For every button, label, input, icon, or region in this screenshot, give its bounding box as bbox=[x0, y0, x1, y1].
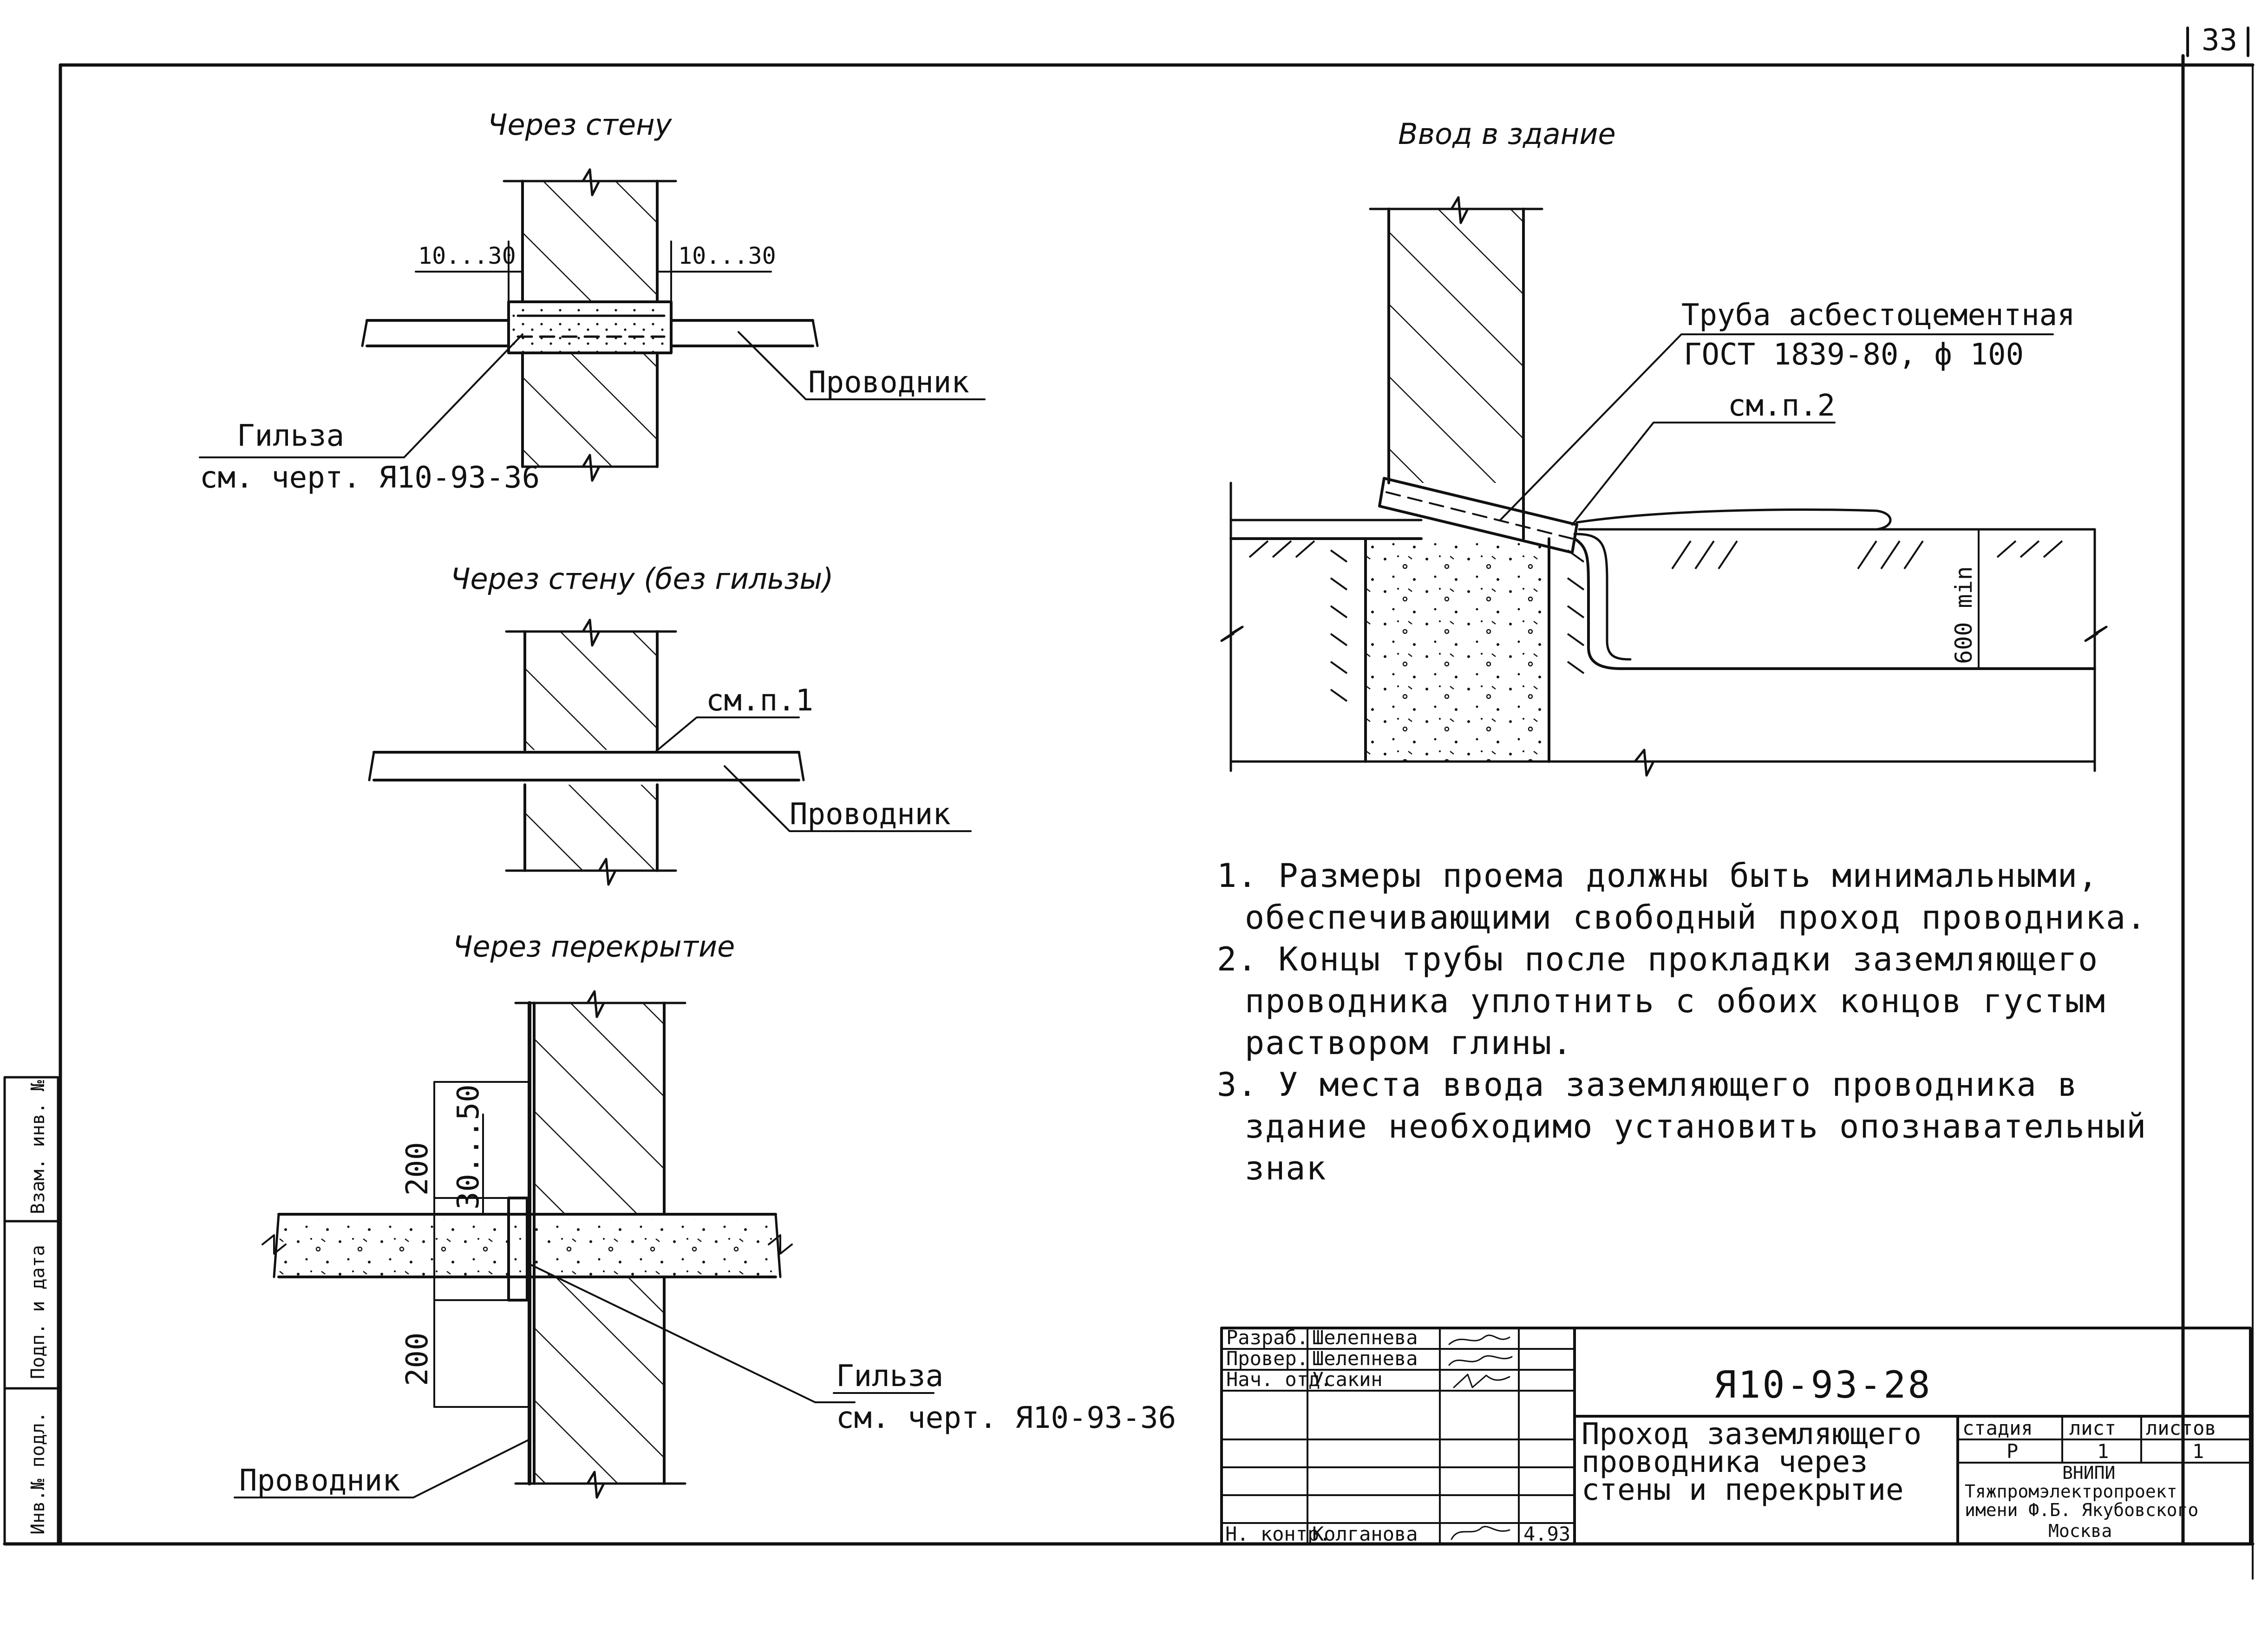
wall-dim-right: 10...30 bbox=[678, 242, 776, 269]
tb-stage-header: стадия bbox=[1962, 1417, 2033, 1439]
tb-date-control: 4.93 bbox=[1523, 1523, 1570, 1545]
entry-pipe-label-2: ГОСТ 1839-80, ф 100 bbox=[1684, 338, 2024, 372]
wall-dim-left: 10...30 bbox=[418, 242, 516, 269]
signature-developer bbox=[1448, 1335, 1510, 1345]
side-stamp: Инв.№ подл. Подп. и дата Взам. инв. № bbox=[3, 1076, 59, 1545]
sheet-frame bbox=[3, 26, 2255, 1580]
view-through-wall-no-sleeve: Через стену (без гильзы) см.п.1 Проводни… bbox=[368, 562, 972, 886]
tb-name-control: Колганова bbox=[1312, 1523, 1418, 1545]
tb-sheets-header: листов bbox=[2146, 1417, 2216, 1439]
note-line-6: 3. У места ввода заземляющего проводника… bbox=[1217, 1066, 2078, 1104]
tb-org-1: ВНИПИ bbox=[2062, 1463, 2115, 1483]
tb-description-2: проводника через bbox=[1582, 1445, 1868, 1479]
view-building-entry: Ввод в здание bbox=[1220, 117, 2108, 777]
side-stamp-inv: Инв.№ подл. bbox=[27, 1412, 49, 1535]
tb-description-3: стены и перекрытие bbox=[1582, 1473, 1904, 1507]
floor-dim-200-top: 200 bbox=[400, 1142, 435, 1196]
note-line-4: проводника уплотнить с обоих концов густ… bbox=[1245, 982, 2106, 1020]
no-sleeve-conductor-label: Проводник bbox=[790, 797, 951, 832]
wall-sleeve-label-2: см. черт. Я10-93-36 bbox=[200, 461, 540, 495]
view-no-sleeve-title: Через стену (без гильзы) bbox=[451, 562, 834, 596]
floor-conductor-label: Проводник bbox=[239, 1464, 400, 1498]
tb-role-developer: Разраб. bbox=[1226, 1326, 1308, 1349]
tb-sheet-header: лист bbox=[2069, 1417, 2116, 1439]
tb-org-2: Тяжпромэлектропроект bbox=[1965, 1481, 2177, 1502]
entry-pipe-label-1: Труба асбестоцементная bbox=[1681, 298, 2075, 332]
floor-dim-30-50: 30...50 bbox=[451, 1084, 486, 1210]
tb-name-head: Усакин bbox=[1312, 1368, 1383, 1391]
tb-role-control: Н. контр. bbox=[1225, 1523, 1331, 1545]
note-line-5: раствором глины. bbox=[1245, 1024, 1573, 1062]
entry-depth-label: 600 min bbox=[1950, 566, 1977, 664]
view-through-floor: Через перекрытие 200 30...50 bbox=[234, 930, 1176, 1499]
wall-sleeve-label-1: Гильза bbox=[237, 419, 344, 453]
title-block: Разраб. Шелепнева Провер. Шелепнева Нач.… bbox=[1220, 1326, 2252, 1545]
view-through-floor-title: Через перекрытие bbox=[453, 930, 735, 963]
tb-description-1: Проход заземляющего bbox=[1582, 1417, 1922, 1452]
tb-org-4: Москва bbox=[2048, 1521, 2112, 1541]
note-line-7: здание необходимо установить опознавател… bbox=[1245, 1107, 2147, 1146]
tb-document-code: Я10-93-28 bbox=[1714, 1363, 1932, 1406]
side-stamp-replace: Взам. инв. № bbox=[27, 1080, 49, 1214]
side-stamp-sign: Подп. и дата bbox=[27, 1245, 49, 1379]
signature-checker bbox=[1448, 1355, 1513, 1366]
signature-head bbox=[1453, 1374, 1510, 1388]
view-through-wall-title: Через стену bbox=[488, 108, 673, 142]
tb-sheets: 1 bbox=[2192, 1440, 2204, 1463]
note-line-1: 1. Размеры проема должны быть минимальны… bbox=[1217, 857, 2098, 895]
entry-note-ref: см.п.2 bbox=[1728, 389, 1835, 423]
no-sleeve-note-ref: см.п.1 bbox=[706, 684, 813, 718]
note-line-8: знак bbox=[1245, 1149, 1327, 1187]
tb-name-checker: Шелепнева bbox=[1312, 1347, 1418, 1370]
tb-sheet: 1 bbox=[2097, 1440, 2109, 1463]
tb-role-checker: Провер. bbox=[1226, 1347, 1308, 1370]
page-number: 33 bbox=[2202, 23, 2237, 58]
note-line-3: 2. Концы трубы после прокладки заземляющ… bbox=[1217, 940, 2098, 978]
notes-block: 1. Размеры проема должны быть минимальны… bbox=[1217, 857, 2147, 1187]
view-entry-title: Ввод в здание bbox=[1398, 117, 1616, 151]
signature-control bbox=[1451, 1526, 1510, 1540]
view-through-wall: Через стену 10...30 10...30 Прово bbox=[199, 108, 986, 495]
floor-dim-200-bottom: 200 bbox=[400, 1332, 435, 1386]
tb-name-developer: Шелепнева bbox=[1312, 1326, 1418, 1349]
tb-role-head: Нач. отд. bbox=[1226, 1368, 1332, 1391]
tb-org-3: имени Ф.Б. Якубовского bbox=[1965, 1500, 2198, 1520]
tb-stage: Р bbox=[2007, 1440, 2018, 1463]
note-line-2: обеспечивающими свободный проход проводн… bbox=[1245, 898, 2147, 937]
wall-conductor-label: Проводник bbox=[808, 365, 969, 400]
floor-sleeve-label-1: Гильза bbox=[836, 1359, 943, 1393]
floor-sleeve-label-2: см. черт. Я10-93-36 bbox=[836, 1401, 1176, 1435]
